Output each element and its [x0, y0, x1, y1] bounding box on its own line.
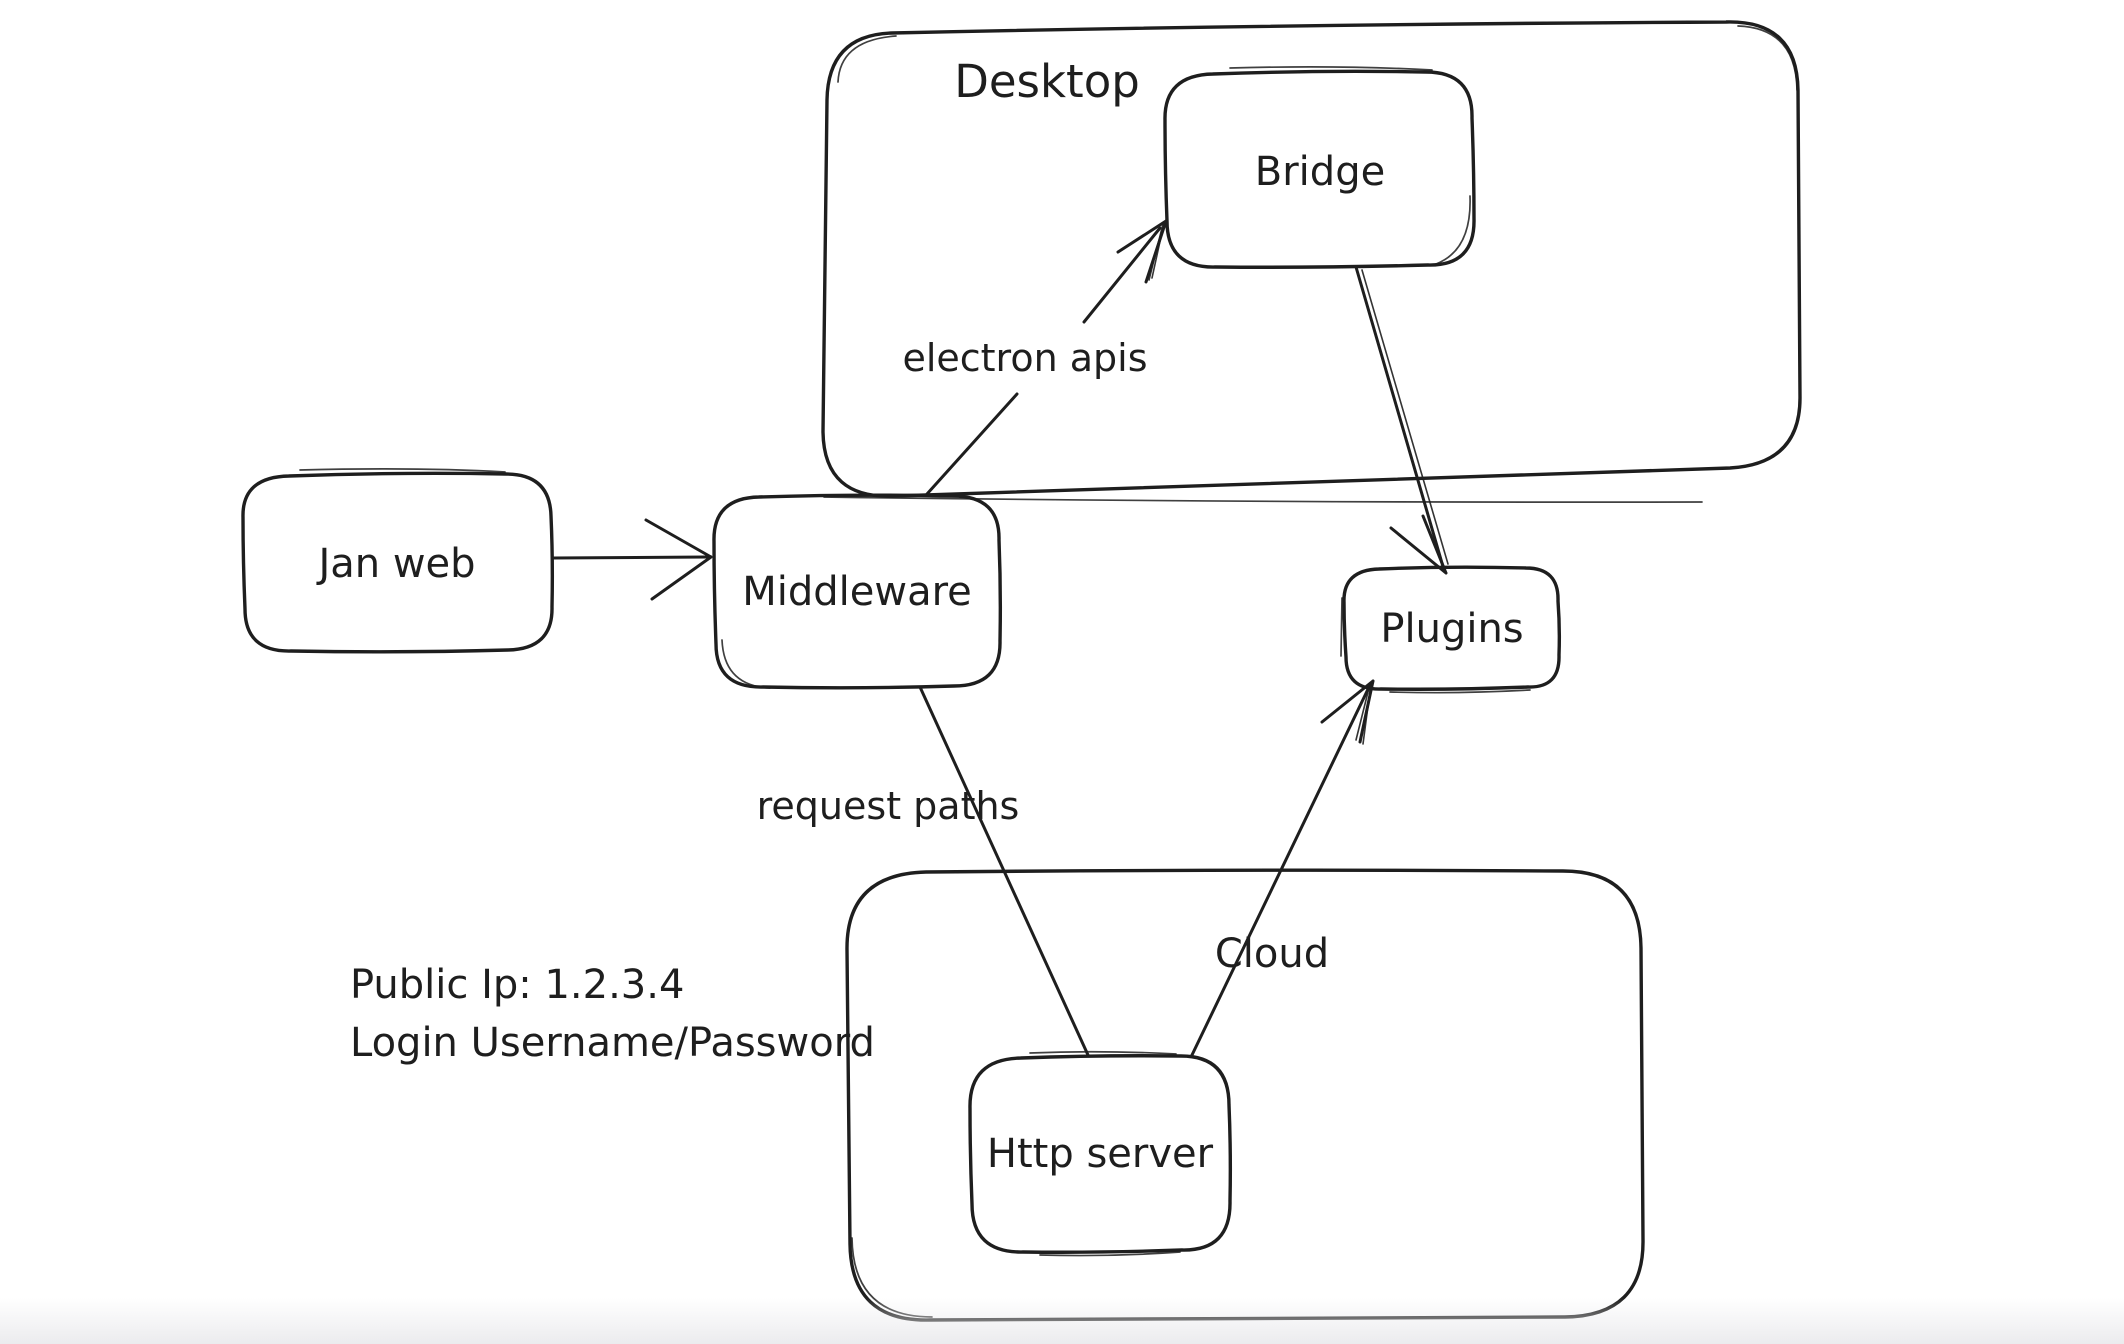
annotation-credentials[interactable]: Public Ip: 1.2.3.4 Login Username/Passwo…	[350, 962, 875, 1066]
middleware-box-overdraw	[721, 639, 771, 689]
edge-label-request-paths[interactable]: request paths	[757, 784, 1020, 828]
jan-web-box-overdraw	[299, 468, 506, 473]
http-server-box-outline[interactable]	[968, 1054, 1233, 1254]
cloud-box-overdraw-bottomleft	[851, 1237, 933, 1318]
node-middleware[interactable]: Middleware	[712, 493, 1003, 690]
http-server-box-overdraw-bottom	[1039, 1251, 1181, 1257]
arrowhead-overdraw	[1148, 222, 1165, 281]
edge-line[interactable]	[1354, 265, 1446, 572]
node-bridge[interactable]: Bridge	[1163, 66, 1476, 269]
edge-line-upper[interactable]	[1082, 226, 1162, 324]
plugins-box-outline[interactable]	[1342, 565, 1562, 691]
desktop-box-overdraw-bottom	[823, 496, 1703, 503]
bridge-box-overdraw-top	[1229, 66, 1433, 71]
arrowhead	[1389, 514, 1448, 575]
node-http-server[interactable]: Http server	[968, 1050, 1233, 1257]
edge-middleware-to-http-server[interactable]: request paths	[757, 685, 1090, 1057]
plugins-box-overdraw-bottom	[1389, 689, 1531, 694]
bridge-box-overdraw-right	[1435, 195, 1471, 265]
desktop-box-overdraw-topleft	[837, 35, 897, 83]
middleware-label[interactable]: Middleware	[742, 569, 972, 615]
node-plugins[interactable]: Plugins	[1340, 565, 1562, 694]
bridge-box-outline[interactable]	[1163, 69, 1476, 269]
annotation-login[interactable]: Login Username/Password	[350, 1020, 875, 1066]
desktop-label[interactable]: Desktop	[954, 55, 1140, 108]
http-server-label[interactable]: Http server	[987, 1131, 1214, 1177]
edge-http-server-to-plugins[interactable]	[1190, 679, 1375, 1057]
plugins-label[interactable]: Plugins	[1380, 606, 1523, 652]
edge-middleware-to-bridge[interactable]: electron apis	[902, 219, 1168, 496]
jan-web-box-outline[interactable]	[241, 471, 555, 654]
edge-jan-web-to-middleware[interactable]	[551, 518, 713, 601]
edge-bridge-to-plugins[interactable]	[1354, 265, 1449, 575]
jan-web-label[interactable]: Jan web	[315, 541, 475, 587]
edge-line-lower[interactable]	[925, 392, 1019, 496]
container-cloud[interactable]: Cloud	[845, 868, 1645, 1322]
middleware-box-outline[interactable]	[712, 493, 1003, 690]
annotation-public-ip[interactable]: Public Ip: 1.2.3.4	[350, 962, 684, 1008]
cloud-box-outline[interactable]	[845, 868, 1645, 1322]
edge-line[interactable]	[551, 555, 709, 560]
http-server-box-overdraw-top	[1029, 1050, 1177, 1055]
node-jan-web[interactable]: Jan web	[241, 468, 555, 654]
desktop-box-overdraw-topright	[1737, 25, 1798, 91]
edge-line[interactable]	[1190, 683, 1372, 1057]
plugins-box-overdraw-left	[1340, 597, 1343, 657]
arrowhead-overdraw	[1355, 682, 1372, 745]
edge-line[interactable]	[918, 685, 1090, 1057]
arrowhead	[644, 518, 713, 601]
desktop-box-outline[interactable]	[821, 20, 1802, 498]
edge-line-overdraw	[1361, 269, 1449, 565]
edge-label-electron-apis[interactable]: electron apis	[902, 336, 1147, 380]
container-desktop[interactable]: Desktop	[821, 20, 1802, 503]
bridge-label[interactable]: Bridge	[1255, 149, 1385, 195]
